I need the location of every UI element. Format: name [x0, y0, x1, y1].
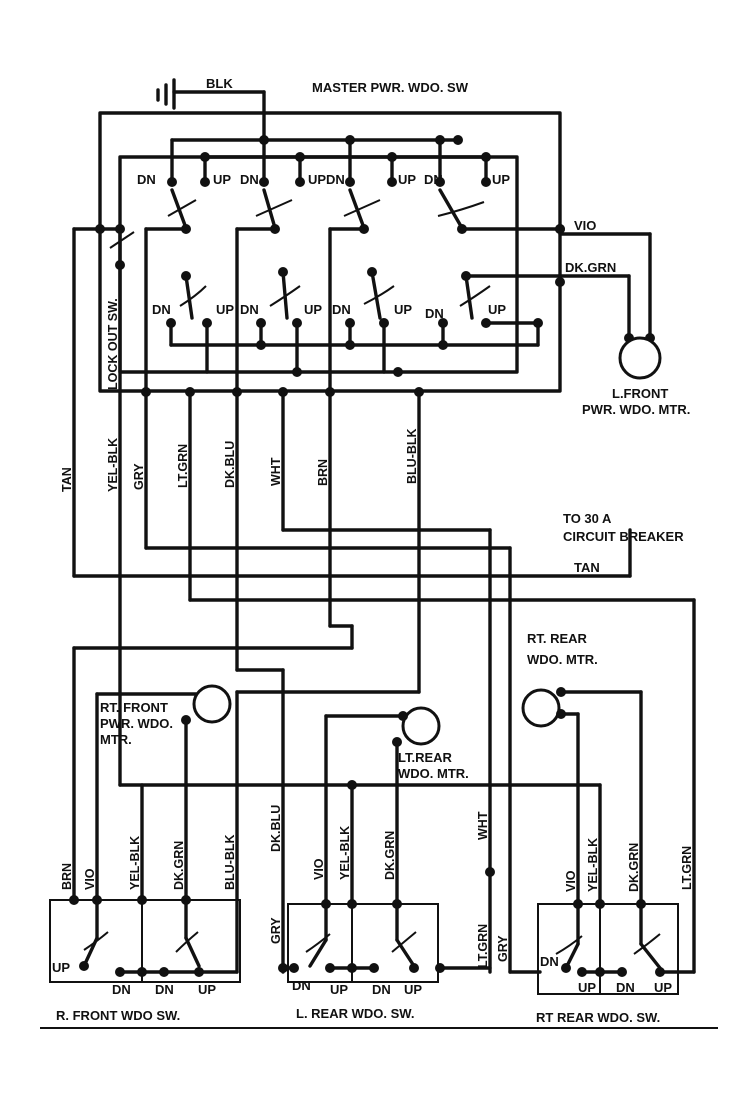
master-up-label-8: UP — [488, 302, 506, 317]
rf-dn-label-2: DN — [155, 982, 174, 997]
harness-gry-label: GRY — [132, 463, 146, 490]
rr-switch-box — [537, 903, 679, 995]
harness: TO 30 A CIRCUIT BREAKER TAN TAN YEL-BLK … — [60, 227, 696, 974]
rr-section: RT. REAR WDO. MTR. VIO YEL-BLK DK.GRN LT… — [496, 631, 696, 1025]
rr-motor-icon — [521, 688, 561, 728]
master-up-label-3: UP — [398, 172, 416, 187]
master-up-label-4: UP — [492, 172, 510, 187]
rr-wire-5: GRY — [496, 935, 510, 962]
master-inner-frame — [118, 155, 519, 374]
harness-brn-label: BRN — [316, 459, 330, 486]
rr-up-label-1: UP — [578, 980, 596, 995]
lr-wire-1: DK.BLU — [269, 805, 283, 852]
breaker-tan-label: TAN — [574, 560, 600, 575]
lr-wire-3: YEL-BLK — [338, 826, 352, 880]
harness-dkblu-label: DK.BLU — [223, 441, 237, 488]
rf-motor-label-1: RT. FRONT — [100, 700, 168, 715]
rf-motor-icon — [192, 684, 232, 724]
lr-wire-5: WHT — [476, 811, 490, 840]
harness-ltgrn-label: LT.GRN — [176, 444, 190, 488]
lr-up-label-2: UP — [404, 982, 422, 997]
rf-up-label: UP — [52, 960, 70, 975]
master-up-label-5: UP — [216, 302, 234, 317]
harness-blublk-label: BLU-BLK — [405, 428, 419, 484]
breaker-label-1: TO 30 A — [563, 511, 612, 526]
lf-motor: VIO DK.GRN L.FRONT PWR. WDO. MTR. — [558, 218, 690, 417]
rr-wire-1: VIO — [564, 870, 578, 892]
master-dn-label-8: DN — [425, 306, 444, 321]
lr-dn-label-1: DN — [292, 978, 311, 993]
rf-motor-label-2: PWR. WDO. — [100, 716, 173, 731]
rr-wire-2: YEL-BLK — [586, 838, 600, 892]
lr-section: LT.REAR WDO. MTR. DK.BLU VIO YEL-BLK DK.… — [269, 706, 492, 1021]
master-up-label-7: UP — [394, 302, 412, 317]
lr-wire-2: VIO — [312, 858, 326, 880]
rr-wire-4: LT.GRN — [680, 846, 694, 890]
harness-wht-label: WHT — [269, 457, 283, 486]
rf-wire-2: VIO — [83, 868, 97, 890]
harness-tan-label: TAN — [60, 467, 74, 492]
rf-switch-label: R. FRONT WDO SW. — [56, 1008, 180, 1023]
rf-wire-3: YEL-BLK — [128, 836, 142, 890]
lf-wire-dkgrn: DK.GRN — [565, 260, 616, 275]
lf-motor-label-1: L.FRONT — [612, 386, 668, 401]
lr-wire-7: LT.GRN — [476, 924, 490, 968]
rr-motor-label-1: RT. REAR — [527, 631, 588, 646]
rf-up-label-2: UP — [198, 982, 216, 997]
master-dn-label-7: DN — [332, 302, 351, 317]
lr-switch-label: L. REAR WDO. SW. — [296, 1006, 414, 1021]
master-dn-label-4: DN — [424, 172, 443, 187]
master-dn-label-1: DN — [137, 172, 156, 187]
rf-wire-4: DK.GRN — [172, 841, 186, 890]
master-dn-label-5: DN — [152, 302, 171, 317]
harness-yelblk-label: YEL-BLK — [106, 438, 120, 492]
lr-motor-label-1: LT.REAR — [398, 750, 453, 765]
breaker-label-2: CIRCUIT BREAKER — [563, 529, 684, 544]
rf-section: RT. FRONT PWR. WDO. MTR. BRN VIO YEL-BLK… — [49, 684, 241, 1023]
rr-up-label-2: UP — [654, 980, 672, 995]
rr-switch-label: RT REAR WDO. SW. — [536, 1010, 660, 1025]
master-switch-title: MASTER PWR. WDO. SW — [312, 80, 469, 95]
rr-dn-label-1: DN — [540, 954, 559, 969]
master-up-label-1: UP — [213, 172, 231, 187]
rr-wire-3: DK.GRN — [627, 843, 641, 892]
lr-switch-box — [287, 903, 439, 983]
master-up-label-6: UP — [304, 302, 322, 317]
lockout-switch-label: LOCK OUT SW. — [106, 298, 120, 390]
lr-dn-label-2: DN — [372, 982, 391, 997]
master-dn-label-3: DN — [326, 172, 345, 187]
lr-wire-6: GRY — [269, 917, 283, 944]
lr-motor-label-2: WDO. MTR. — [398, 766, 469, 781]
ground-icon — [156, 78, 266, 142]
rr-dn-label-2: DN — [616, 980, 635, 995]
rf-wire-1: BRN — [60, 863, 74, 890]
lr-up-label-1: UP — [330, 982, 348, 997]
lf-motor-icon — [618, 336, 662, 380]
lr-wire-4: DK.GRN — [383, 831, 397, 880]
ground-wire-label: BLK — [206, 76, 233, 91]
rf-motor-label-3: MTR. — [100, 732, 132, 747]
rr-motor-label-2: WDO. MTR. — [527, 652, 598, 667]
lf-motor-label-2: PWR. WDO. MTR. — [582, 402, 690, 417]
rf-dn-label-1: DN — [112, 982, 131, 997]
master-dn-label-2: DN — [240, 172, 259, 187]
master-switch: BLK MASTER PWR. WDO. SW DN UP — [95, 76, 565, 397]
lr-motor-icon — [401, 706, 441, 746]
lf-wire-vio: VIO — [574, 218, 596, 233]
rf-wire-5: BLU-BLK — [223, 834, 237, 890]
master-up-label-2: UP — [308, 172, 326, 187]
master-dn-label-6: DN — [240, 302, 259, 317]
